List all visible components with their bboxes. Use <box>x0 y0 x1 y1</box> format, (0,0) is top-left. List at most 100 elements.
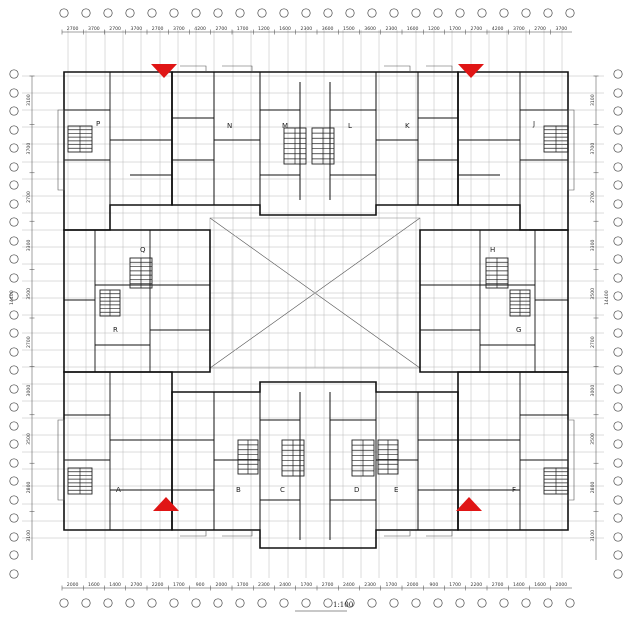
axis-bubble <box>59 598 69 608</box>
stair-core <box>509 289 531 317</box>
axis-bubbles-top <box>59 8 575 18</box>
dimension-label: 3700 <box>590 143 596 155</box>
central-courtyard <box>209 217 421 369</box>
dimension-label: 3500 <box>590 433 596 445</box>
unit-label-q: Q <box>140 246 146 254</box>
axis-bubble <box>9 143 19 153</box>
axis-bubble <box>147 598 157 608</box>
total-dimension-right: 14400 <box>604 290 610 305</box>
axis-bubble <box>81 598 91 608</box>
axis-bubble <box>345 8 355 18</box>
axis-bubble <box>521 8 531 18</box>
dimension-label: 2700 <box>590 191 596 203</box>
dimension-label: 2700 <box>471 26 483 32</box>
axis-bubble <box>543 8 553 18</box>
axis-bubble <box>9 217 19 227</box>
entrance-marker-top-right <box>458 64 484 78</box>
dimension-label: 2200 <box>152 582 164 588</box>
axis-bubble <box>9 569 19 579</box>
dimension-label: 2400 <box>279 582 291 588</box>
axis-bubble <box>477 8 487 18</box>
axis-bubble <box>9 273 19 283</box>
axis-bubble <box>235 598 245 608</box>
axis-bubble <box>613 125 623 135</box>
unit-label-j: J <box>532 120 535 128</box>
axis-bubble <box>9 310 19 320</box>
dimension-label: 2700 <box>322 582 334 588</box>
unit-label-n: N <box>227 122 232 130</box>
dimension-label: 1700 <box>237 582 249 588</box>
entrance-markers <box>151 64 484 511</box>
dimension-label: 3300 <box>590 239 596 251</box>
axis-bubble <box>411 598 421 608</box>
axis-bubble <box>613 402 623 412</box>
axis-bubble <box>9 162 19 172</box>
dimension-label: 2700 <box>216 26 228 32</box>
dimension-label: 2700 <box>534 26 546 32</box>
axis-bubble <box>103 8 113 18</box>
axis-bubble <box>499 8 509 18</box>
dimension-label: 1600 <box>88 582 100 588</box>
axis-bubble <box>389 598 399 608</box>
dimension-label: 3100 <box>590 530 596 542</box>
dimension-label: 1500 <box>343 26 355 32</box>
axis-bubble <box>613 365 623 375</box>
dimension-label: 3700 <box>513 26 525 32</box>
dimension-label: 3700 <box>26 143 32 155</box>
unit-label-m: M <box>282 122 288 130</box>
axis-bubbles-bottom <box>59 598 575 608</box>
total-dimension-left: 14400 <box>9 290 15 305</box>
axis-bubble <box>169 8 179 18</box>
axis-bubble <box>279 598 289 608</box>
dimension-label: 900 <box>196 582 205 588</box>
axis-bubble <box>147 8 157 18</box>
axis-bubble <box>235 8 245 18</box>
axis-bubbles-left <box>9 69 19 579</box>
dimension-label: 1700 <box>449 582 461 588</box>
dimension-label: 1600 <box>534 582 546 588</box>
stair-core <box>351 439 375 477</box>
axis-bubble <box>257 598 267 608</box>
axis-bubble <box>389 8 399 18</box>
axis-bubble <box>9 495 19 505</box>
unit-label-h: H <box>490 246 495 254</box>
dimension-label: 3500 <box>26 288 32 300</box>
axis-bubble <box>125 8 135 18</box>
axis-bubble <box>477 598 487 608</box>
unit-label-l: L <box>348 122 352 130</box>
dimension-label: 3100 <box>26 94 32 106</box>
stair-core <box>543 125 569 153</box>
axis-bubble <box>613 217 623 227</box>
axis-bubble <box>367 598 377 608</box>
axis-bubble <box>613 439 623 449</box>
axis-bubble <box>613 291 623 301</box>
entrance-marker-top-left <box>151 64 177 78</box>
axis-bubble <box>543 598 553 608</box>
axis-bubble <box>613 143 623 153</box>
stair-core <box>281 439 305 477</box>
dimension-label: 1400 <box>109 582 121 588</box>
axis-bubble <box>213 8 223 18</box>
axis-bubble <box>9 291 19 301</box>
axis-bubble <box>81 8 91 18</box>
axis-bubble <box>613 550 623 560</box>
unit-label-a: A <box>116 486 121 494</box>
axis-bubble <box>169 598 179 608</box>
axis-bubble <box>9 384 19 394</box>
unit-label-d: D <box>354 486 359 494</box>
axis-bubble <box>9 106 19 116</box>
axis-bubble <box>455 8 465 18</box>
axis-bubble <box>9 421 19 431</box>
dimension-label: 3700 <box>88 26 100 32</box>
axis-bubble <box>9 476 19 486</box>
dimension-label: 2200 <box>471 582 483 588</box>
stair-core <box>485 257 509 289</box>
axis-bubble <box>565 8 575 18</box>
axis-bubble <box>191 598 201 608</box>
dimension-label: 3600 <box>364 26 376 32</box>
unit-label-f: F <box>512 486 516 494</box>
axis-bubble <box>613 254 623 264</box>
